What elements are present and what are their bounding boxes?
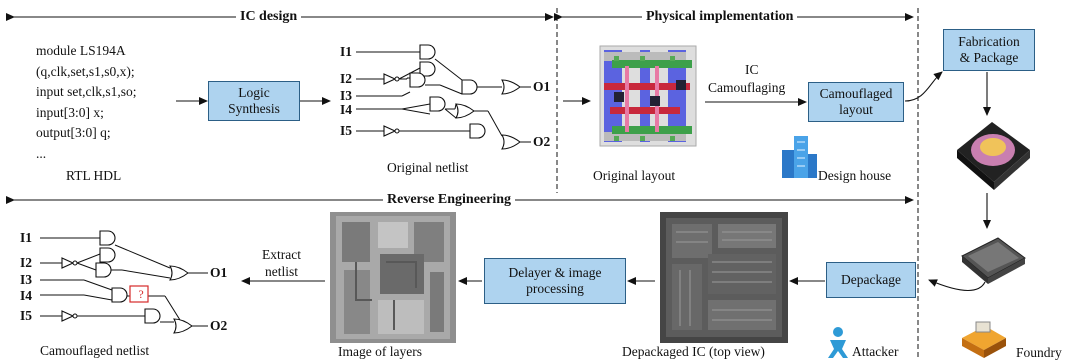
packaged-chip-icon	[961, 237, 1026, 284]
original-layout-caption: Original layout	[593, 168, 676, 183]
ic-camouflaging-label-line2: Camouflaging	[708, 80, 786, 95]
arrow-camouflaged-to-fabrication	[904, 71, 943, 102]
netlist-input-label: I4	[340, 102, 353, 117]
delayer-image-processing-box: Delayer & image processing	[484, 258, 626, 304]
netlist-input-label: I3	[340, 88, 353, 103]
depackaged-ic-image	[660, 212, 788, 343]
netlist-output-label: O1	[533, 79, 551, 94]
extract-netlist-label-line1: Extract	[262, 247, 301, 262]
netlist-input-label: I1	[340, 44, 353, 59]
original-netlist-caption: Original netlist	[387, 160, 469, 175]
camouflaged-input-label: I5	[20, 308, 33, 323]
netlist-input-label: I5	[340, 123, 353, 138]
original-netlist-schematic	[356, 44, 531, 150]
camouflaged-netlist-schematic	[40, 230, 208, 334]
camouflaged-netlist-caption: Camouflaged netlist	[40, 343, 150, 358]
section-header-ic-design: IC design	[236, 9, 302, 25]
fabrication-package-box: Fabrication & Package	[943, 29, 1035, 71]
layers-image	[330, 212, 456, 343]
camouflaged-input-label: I3	[20, 272, 33, 287]
rtl-line: input set,clk,s1,so;	[36, 84, 137, 99]
foundry-icon	[962, 321, 1006, 358]
section-header-reverse-engineering: Reverse Engineering	[383, 192, 516, 208]
fabricated-chip-icon	[957, 122, 1030, 190]
camouflaged-layout-box: Camouflaged layout	[808, 82, 904, 122]
unknown-gate	[129, 285, 149, 303]
image-of-layers-caption: Image of layers	[338, 344, 422, 359]
camouflaged-input-label: I4	[20, 288, 33, 303]
depackaged-ic-caption: Depackaged IC (top view)	[622, 344, 765, 359]
camouflaged-output-label: O1	[210, 265, 228, 280]
design-house-caption: Design house	[818, 168, 892, 183]
netlist-output-label: O2	[533, 134, 551, 149]
camouflaged-output-label: O2	[210, 318, 228, 333]
extract-netlist-label-line2: netlist	[265, 264, 298, 279]
rtl-line: (q,clk,set,s1,s0,x);	[36, 63, 135, 79]
arrow-package-to-depackage	[928, 279, 986, 292]
rtl-code-block: module LS194A (q,clk,set,s1,s0,x); input…	[36, 41, 137, 164]
unknown-gate-label: ?	[138, 287, 144, 301]
section-dividers	[556, 8, 919, 358]
attacker-icon	[828, 327, 848, 358]
attacker-caption: Attacker	[852, 344, 899, 359]
flow-arrows	[176, 71, 991, 292]
netlist-input-label: I2	[340, 71, 353, 86]
camouflaged-input-label: I2	[20, 255, 33, 270]
building-icon	[782, 136, 817, 178]
rtl-line: input[3:0] x;	[36, 104, 104, 120]
rtl-line: output[3:0] q;	[36, 125, 111, 140]
depackage-box: Depackage	[826, 262, 916, 298]
section-header-physical-implementation: Physical implementation	[642, 9, 798, 25]
rtl-hdl-caption: RTL HDL	[66, 168, 122, 183]
original-layout-graphic	[599, 45, 697, 147]
rtl-line: module LS194A	[36, 43, 126, 58]
ic-camouflaging-label-line1: IC	[745, 62, 759, 77]
foundry-caption: Foundry	[1016, 345, 1062, 360]
rtl-line: ...	[36, 145, 47, 161]
camouflaged-input-label: I1	[20, 230, 33, 245]
logic-synthesis-box: Logic Synthesis	[208, 81, 300, 121]
